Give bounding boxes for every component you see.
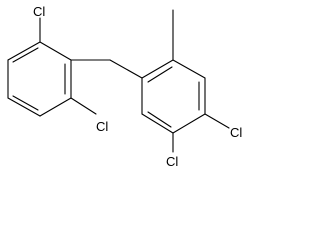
right-benzene-ring xyxy=(141,59,206,134)
cl-label-top-left: Cl xyxy=(33,4,45,19)
bond xyxy=(172,113,206,134)
bond xyxy=(7,41,41,61)
double-bond-inner xyxy=(147,111,172,128)
bond xyxy=(172,59,206,79)
bond-cl-bottom-left xyxy=(70,97,97,115)
bond xyxy=(39,97,72,117)
left-benzene-ring xyxy=(7,41,72,117)
bond-cl-right xyxy=(204,113,230,129)
double-bond-inner xyxy=(12,47,39,63)
bond xyxy=(141,59,174,79)
cl-label-right: Cl xyxy=(230,125,242,140)
double-bond-inner xyxy=(147,66,173,83)
bond-ch2-right xyxy=(109,59,143,79)
cl-label-bottom-right: Cl xyxy=(166,154,178,169)
cl-label-bottom-left: Cl xyxy=(96,119,108,134)
bond xyxy=(7,97,41,117)
double-bond-inner xyxy=(12,95,39,111)
bond xyxy=(141,113,174,134)
dichlorobenzyl-dichlorotoluene-structure: Cl Cl Cl Cl xyxy=(7,4,242,169)
bond xyxy=(39,41,72,61)
